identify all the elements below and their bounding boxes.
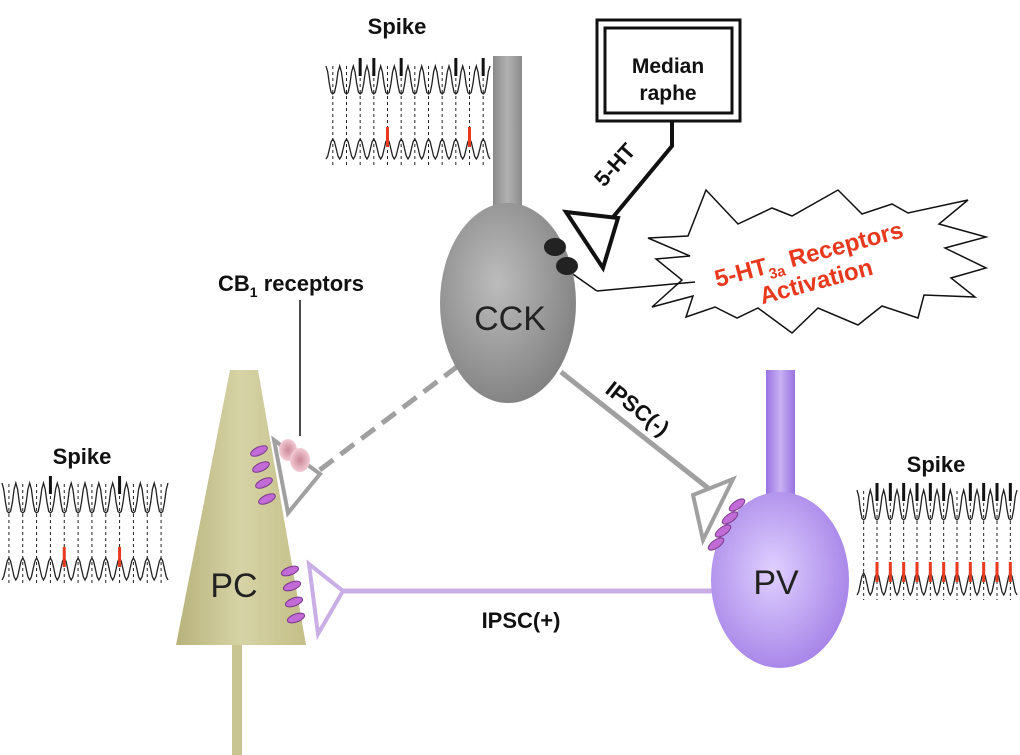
pv-receptors bbox=[707, 498, 746, 551]
pc-receptors-lower bbox=[280, 565, 306, 624]
receptor-activation-callout bbox=[647, 188, 989, 334]
cck-cell: CCK bbox=[440, 56, 578, 403]
trace-top-lower-wave bbox=[325, 137, 491, 161]
cb1-suffix: receptors bbox=[258, 271, 364, 296]
pc-label: PC bbox=[210, 567, 257, 605]
spike-trace-right bbox=[856, 483, 1018, 600]
cck-to-pc-dashed-axon bbox=[315, 364, 460, 474]
pc-receptor-u1 bbox=[250, 445, 268, 457]
serotonergic-terminal bbox=[561, 209, 621, 273]
cb1-prefix: CB bbox=[218, 271, 250, 296]
pv-soma bbox=[711, 492, 849, 668]
pv-dendrite bbox=[766, 370, 795, 500]
cck-terminal-on-pv bbox=[690, 475, 738, 546]
cck-label: CCK bbox=[474, 300, 546, 338]
5ht3a-receptor-2 bbox=[556, 257, 578, 275]
median-raphe-label-line1: Median bbox=[632, 55, 704, 78]
cb1-subscript: 1 bbox=[250, 284, 258, 300]
median-raphe-label-line2: raphe bbox=[639, 82, 696, 105]
pc-receptors-upper bbox=[250, 445, 276, 505]
cb1-receptor-2 bbox=[290, 448, 310, 472]
trace-right-upper-wave bbox=[856, 487, 1018, 521]
pv-receptor-3 bbox=[714, 524, 732, 538]
pc-receptor-l4 bbox=[286, 612, 306, 624]
cb1-receptors-label: CB1 receptors bbox=[218, 271, 364, 300]
spike-trace-left bbox=[1, 476, 169, 585]
cck-soma bbox=[440, 203, 576, 403]
pv-receptor-4 bbox=[707, 537, 725, 551]
callout-line1-subscript: 3a bbox=[767, 262, 788, 283]
spike-trace-top bbox=[325, 58, 491, 165]
median-raphe-box: Median raphe bbox=[595, 18, 742, 123]
trace-left-lower-wave bbox=[1, 556, 169, 582]
pv-label: PV bbox=[753, 564, 799, 602]
pc-axon bbox=[232, 640, 242, 755]
pc-receptor-u4 bbox=[258, 493, 276, 505]
pv-cell: PV bbox=[711, 370, 849, 668]
pv-terminal-on-pc bbox=[306, 559, 346, 641]
pc-receptor-u2 bbox=[252, 461, 270, 473]
cck-to-pv-axon bbox=[559, 370, 710, 490]
pc-receptor-l3 bbox=[284, 596, 304, 608]
pv-receptor-2 bbox=[721, 511, 739, 525]
pv-receptor-1 bbox=[728, 498, 746, 512]
ipsc-plus-label: IPSC(+) bbox=[482, 608, 561, 633]
trace-right-lower-wave bbox=[856, 571, 1018, 597]
five-ht-label: 5-HT bbox=[589, 138, 641, 191]
trace-top-upper-wave bbox=[325, 63, 491, 95]
spike-label-right: Spike bbox=[907, 452, 966, 477]
pc-cell: PC bbox=[176, 370, 306, 755]
callout-pointer-tail bbox=[596, 281, 696, 292]
5ht3a-receptor-1 bbox=[544, 238, 566, 256]
spike-label-left: Spike bbox=[53, 444, 112, 469]
pc-receptor-l1 bbox=[280, 565, 300, 577]
serotonergic-axon bbox=[607, 121, 674, 224]
spike-label-top: Spike bbox=[368, 14, 427, 39]
pc-receptor-l2 bbox=[282, 580, 302, 592]
pc-receptor-u3 bbox=[255, 477, 273, 489]
trace-left-upper-wave bbox=[1, 480, 169, 514]
pc-soma bbox=[176, 370, 306, 645]
